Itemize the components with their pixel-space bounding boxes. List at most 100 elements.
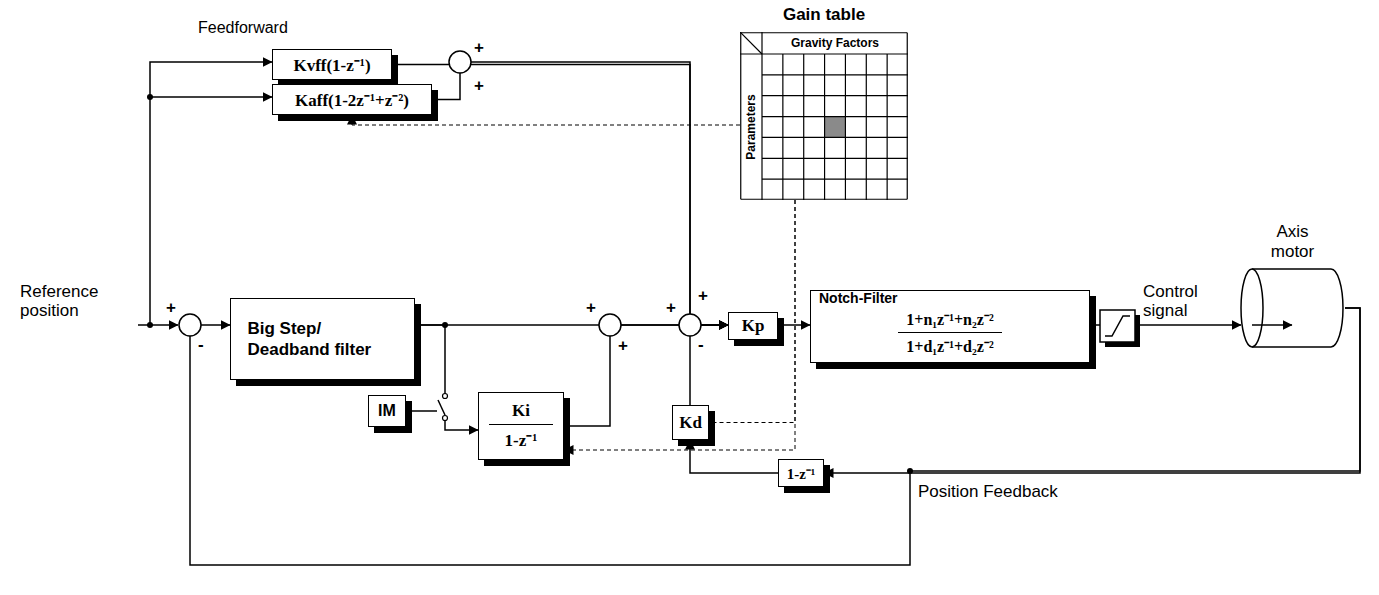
grid-line [887, 54, 888, 200]
gain-box: Kd [672, 405, 709, 440]
label-slot: + [666, 298, 676, 317]
grid-line [741, 32, 908, 33]
junction-dot [147, 322, 153, 328]
grid-line [782, 54, 783, 200]
grid-line [740, 33, 741, 200]
switch-control-wire [406, 410, 440, 412]
junction-dot [442, 322, 448, 328]
gain-box: Kp [728, 312, 778, 340]
signal-wire [415, 325, 478, 430]
mode-box: IM [368, 395, 406, 427]
sign: - [698, 335, 704, 354]
label-slot: + [474, 38, 484, 57]
sign: + [698, 286, 708, 305]
node-text: 1+n₁z⁻¹+n₂z⁻² [898, 308, 1001, 333]
node-text: 1-z⁻¹ [505, 425, 538, 451]
signal-wire [392, 65, 728, 326]
node-text: Kaff(1-2z⁻¹+z⁻²) [295, 88, 409, 111]
integrator-box: Ki1-z⁻¹ [478, 392, 564, 460]
grid-line [824, 54, 825, 200]
feedforward-gain-box: Kvff(1-z⁻¹) [272, 49, 392, 80]
motor-cylinder [1240, 268, 1345, 348]
switch-contact [443, 394, 448, 399]
label-slot: + [474, 76, 484, 95]
grid-line [762, 158, 908, 159]
table-grid [740, 32, 908, 200]
label-slot: + [166, 298, 176, 317]
label-slot: + [698, 286, 708, 305]
node-text: Ki [489, 401, 553, 425]
node-text: Kp [742, 316, 765, 336]
label-slot: - [698, 335, 704, 354]
gain-schedule-link [352, 115, 740, 125]
node-text: Gain table [740, 5, 908, 27]
switch-blade [438, 400, 445, 415]
signal-name: Control signal [1143, 282, 1235, 320]
grid-line [762, 179, 908, 180]
grid-line [762, 116, 908, 117]
axis-motor: Axis motor [1240, 268, 1345, 348]
notch-filter-box: Notch-Filter1+n₁z⁻¹+n₂z⁻²1+d₁z⁻¹+d₂z⁻² [810, 290, 1090, 363]
switch-contact [443, 416, 448, 421]
sign: + [586, 298, 596, 317]
signal-wire [778, 324, 810, 326]
node-text: Big Step/ Deadband filter [248, 318, 398, 360]
label-slot: + [586, 298, 596, 317]
motor-input-arrow [1252, 324, 1292, 326]
section-title: Feedforward [198, 18, 288, 37]
label-slot: + [618, 336, 628, 355]
junction-dot [907, 468, 913, 474]
grid-line [803, 54, 804, 200]
sign: + [618, 336, 628, 355]
motor-body [1252, 269, 1343, 347]
sign: + [166, 298, 176, 317]
summing-junction [179, 314, 201, 336]
sign: + [666, 298, 676, 317]
label-slot: Position Feedback [918, 482, 1058, 501]
node-text: Notch-Filter [819, 290, 898, 306]
difference-box: 1-z⁻¹ [778, 459, 824, 487]
node-text: Axis motor [1263, 222, 1323, 262]
node-text: Parameters [740, 54, 762, 200]
motor-end [1241, 269, 1263, 347]
gain-schedule-link [564, 200, 795, 450]
gain-schedule-link [709, 200, 795, 423]
signal-name: Reference position [20, 282, 135, 320]
signal-wire [690, 440, 778, 473]
summing-junction [679, 314, 701, 336]
grid-line [762, 95, 908, 96]
junction-dot [147, 94, 153, 100]
summing-junction [599, 314, 621, 336]
reference-wire [150, 62, 272, 325]
filter-box: Big Step/ Deadband filter [230, 298, 415, 380]
summing-junction [449, 51, 471, 73]
saturation-curve [1105, 316, 1130, 336]
node-text: IM [378, 402, 396, 420]
grid-line [740, 32, 762, 54]
signal-wire [432, 62, 728, 325]
reference-wire [150, 96, 272, 98]
node-text: Gravity Factors [740, 32, 908, 54]
selected-cell [825, 117, 846, 138]
sign: + [474, 38, 484, 57]
grid-line [845, 54, 846, 200]
gain-table: Gain tableGravity FactorsParameters [740, 32, 908, 200]
grid-line [762, 74, 908, 75]
node-text: Kvff(1-z⁻¹) [293, 53, 370, 76]
signal-wire [190, 308, 1360, 565]
feedforward-gain-box: Kaff(1-2z⁻¹+z⁻²) [272, 84, 432, 115]
node-text: 1-z⁻¹ [787, 463, 816, 483]
node-text: 1+d₁z⁻¹+d₂z⁻² [906, 333, 993, 357]
node-text: Kd [679, 413, 702, 433]
label-slot: Reference position [20, 282, 135, 320]
grid-line [866, 54, 867, 200]
signal-wire [690, 325, 728, 405]
sign: + [474, 76, 484, 95]
label-slot: Feedforward [198, 18, 288, 37]
label-slot: - [198, 335, 204, 354]
label-slot: Control signal [1143, 282, 1235, 320]
grid-line [762, 137, 908, 138]
sign: - [198, 335, 204, 354]
reference-wire [138, 324, 178, 326]
signal-name: Position Feedback [918, 482, 1058, 501]
